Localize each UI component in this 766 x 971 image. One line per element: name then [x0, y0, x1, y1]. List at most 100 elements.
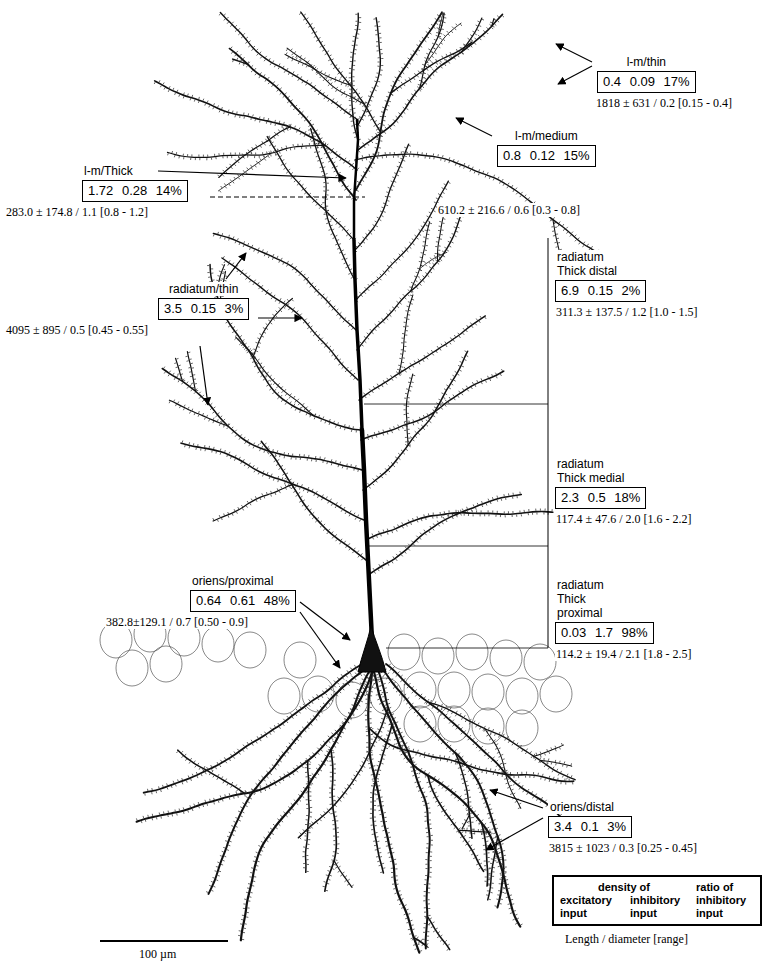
- region-heading: radiatum Thick medial: [555, 457, 631, 485]
- key-text: ratio of inhibitory input: [696, 881, 754, 920]
- dendrite: [361, 371, 504, 440]
- leader-arrow: [300, 602, 350, 640]
- leader-arrow: [258, 317, 302, 318]
- cell-body-outline: [268, 678, 300, 714]
- dendrite: [220, 13, 358, 120]
- dendrite: [358, 14, 503, 150]
- dimension-label: 3815 ± 1023 / 0.3 [0.25 - 0.45]: [548, 841, 698, 855]
- region-label: radiatum Thick medial2.3 0.5 18%: [555, 457, 646, 509]
- dendrite: [378, 670, 430, 948]
- dendrite: [399, 295, 413, 373]
- region-heading: oriens/proximal: [190, 574, 275, 588]
- cell-body-outline: [404, 706, 436, 742]
- region-heading: l-m/thin: [625, 55, 668, 69]
- dendrite: [155, 81, 357, 170]
- dendrite: [374, 672, 520, 927]
- region-label: radiatum Thick distal6.9 0.15 2%: [555, 250, 646, 302]
- value-box: 3.4 0.1 3%: [548, 816, 632, 838]
- region-label: radiatum/thin3.5 0.15 3%: [158, 282, 249, 320]
- leader-arrow: [490, 790, 543, 808]
- dendrite: [357, 212, 462, 350]
- cell-body-outline: [456, 634, 488, 670]
- value-box: 0.03 1.7 98%: [555, 622, 654, 644]
- cell-body-outline: [422, 638, 454, 674]
- dendrite: [285, 54, 350, 84]
- apical-trunk: [354, 240, 362, 430]
- leader-arrow: [200, 346, 208, 405]
- dendrite: [325, 749, 337, 891]
- cell-body-outline: [302, 676, 334, 712]
- region-label: l-m/medium0.8 0.12 15%: [497, 129, 596, 167]
- dendrite: [137, 670, 370, 822]
- region-heading: radiatum Thick distal: [555, 250, 631, 278]
- region-heading: oriens/distal: [548, 800, 616, 814]
- region-label: l-m/thin 0.4 0.09 17%: [597, 55, 696, 93]
- value-box: 1.72 0.28 14%: [82, 180, 188, 202]
- region-heading: radiatum Thick proximal: [555, 578, 631, 620]
- region-label: l-m/Thick 1.72 0.28 14%: [82, 164, 188, 202]
- cell-body-outline: [506, 678, 538, 714]
- dimension-label: Length / diameter [range]: [564, 932, 689, 946]
- key-text: inhibitory input: [630, 894, 688, 920]
- dimension-label: 382.8±129.1 / 0.7 [0.50 - 0.9]: [105, 615, 249, 629]
- value-box: 6.9 0.15 2%: [555, 280, 646, 302]
- bracket-tick: [364, 404, 548, 405]
- leader-arrow: [486, 818, 543, 850]
- cell-body-outline: [234, 632, 266, 668]
- region-heading: radiatum/thin: [167, 282, 240, 296]
- dendrite: [178, 750, 245, 793]
- region-heading: l-m/Thick: [82, 164, 135, 178]
- bracket-tick: [368, 546, 548, 547]
- annotation-lines: [100, 44, 592, 941]
- key-box: density ofexcitatory input inhibitory inp…: [552, 875, 762, 926]
- value-box: 2.3 0.5 18%: [555, 487, 646, 509]
- value-box: 0.4 0.09 17%: [597, 71, 696, 93]
- apical-trunk: [354, 120, 358, 240]
- dendrite: [209, 668, 366, 894]
- dendrite: [253, 298, 293, 357]
- dendrite: [162, 368, 362, 470]
- key-text: excitatory input: [560, 894, 622, 920]
- dendrite: [363, 351, 468, 490]
- key-text: density of: [560, 881, 688, 894]
- cell-body-outline: [116, 650, 148, 686]
- dendrite: [356, 12, 442, 190]
- dimension-label: 114.2 ± 19.4 / 2.1 [1.8 - 2.5]: [555, 647, 692, 661]
- dimension-label: 610.2 ± 216.6 / 0.6 [0.3 - 0.8]: [437, 203, 581, 217]
- neuron-drawing: [136, 12, 604, 953]
- bracket-tick: [386, 648, 548, 649]
- leader-arrow: [158, 171, 346, 178]
- cell-body-outline: [438, 672, 470, 708]
- dendrite: [427, 917, 449, 950]
- cell-body-outline: [490, 640, 522, 676]
- dendrite: [369, 728, 574, 782]
- region-label: oriens/proximal 0.64 0.61 48%: [190, 574, 296, 612]
- leader-arrow: [556, 44, 592, 62]
- dendrite: [359, 316, 485, 400]
- dendrite: [334, 861, 352, 888]
- region-heading: l-m/medium: [513, 129, 580, 143]
- dendrite: [358, 18, 380, 125]
- cell-body-outline: [150, 646, 182, 682]
- bracket-line: [548, 238, 549, 648]
- cell-body-outline: [524, 644, 556, 680]
- dendrite: [298, 709, 388, 838]
- dendrite: [213, 484, 293, 521]
- dendrite: [406, 374, 412, 445]
- cell-body-outline: [472, 674, 504, 710]
- cell-body-outline: [472, 708, 504, 744]
- dendrite: [455, 753, 472, 839]
- region-label: oriens/distal 3.4 0.1 3%: [548, 800, 632, 838]
- dimension-label: 117.4 ± 47.6 / 2.0 [1.6 - 2.2]: [555, 512, 692, 526]
- leader-arrow: [300, 612, 340, 668]
- dendrite: [533, 745, 563, 756]
- value-box: 0.64 0.61 48%: [190, 590, 296, 612]
- leader-arrow: [456, 118, 492, 136]
- region-label: radiatum Thick proximal0.03 1.7 98%: [555, 578, 654, 644]
- dendrite: [301, 12, 381, 132]
- cell-body-outline: [284, 642, 316, 678]
- scale-bar: [100, 940, 228, 942]
- dendrite: [267, 136, 354, 240]
